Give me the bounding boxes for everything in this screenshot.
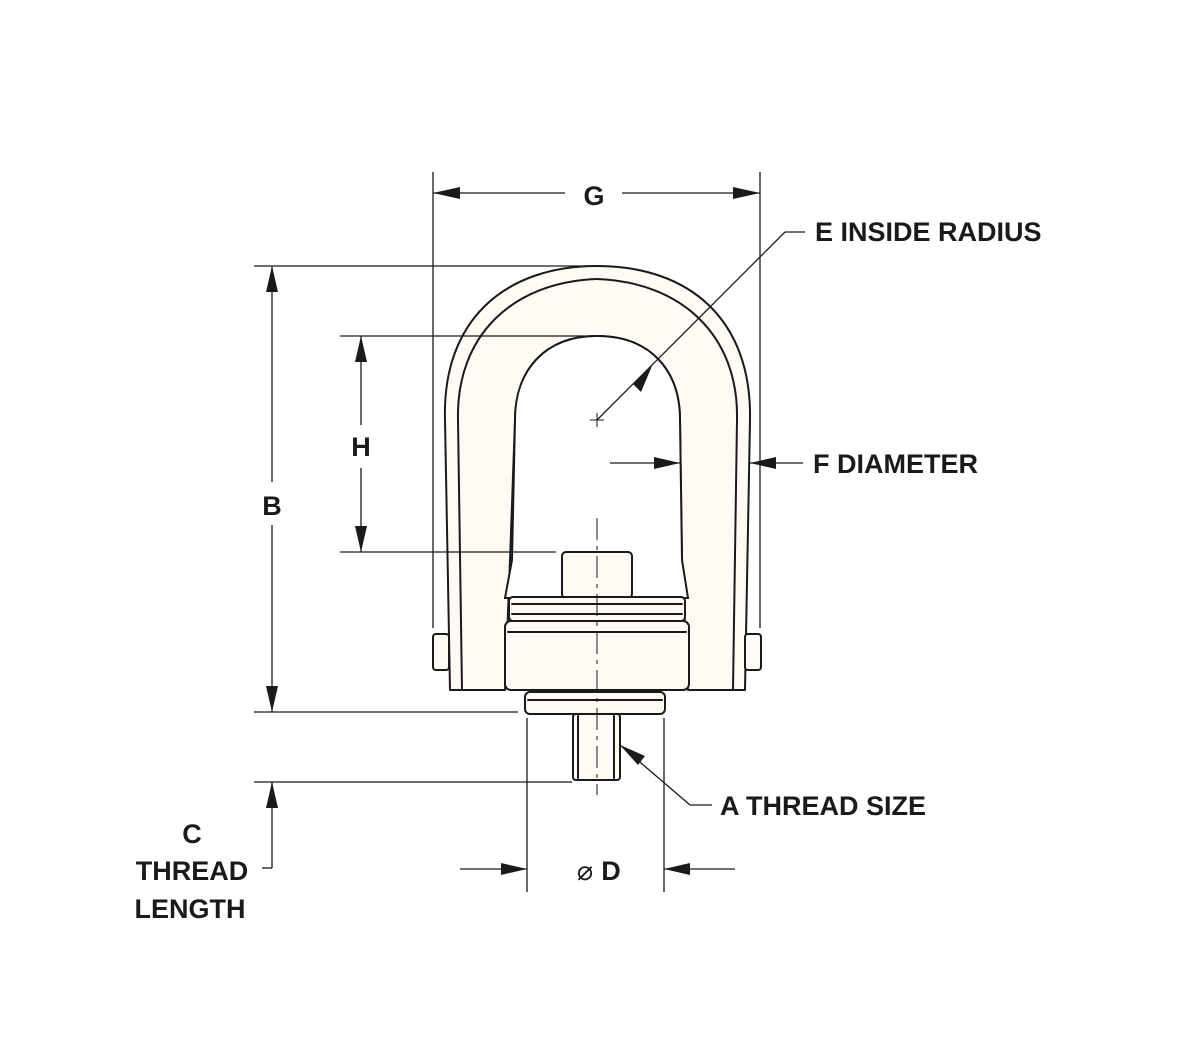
dimension-e-inside-radius: E INSIDE RADIUS bbox=[596, 217, 1042, 421]
f-label: F DIAMETER bbox=[813, 449, 978, 479]
c-label-length: LENGTH bbox=[135, 894, 246, 924]
g-arrow-right bbox=[733, 187, 760, 199]
c-label: C bbox=[182, 819, 202, 849]
washer bbox=[524, 691, 666, 715]
dimension-a-thread-size: A THREAD SIZE bbox=[619, 744, 926, 821]
h-label: H bbox=[351, 432, 371, 462]
d-diameter-symbol: ⌀ bbox=[577, 856, 593, 886]
f-arrow-outer bbox=[750, 457, 776, 469]
h-arrow-top bbox=[355, 336, 367, 362]
bail-inner-opening bbox=[503, 334, 690, 599]
hoist-ring-part bbox=[432, 265, 762, 795]
dimension-h: H bbox=[340, 335, 597, 553]
d-label: D bbox=[601, 856, 621, 886]
dimension-f-diameter: F DIAMETER bbox=[610, 449, 978, 479]
e-leader-line bbox=[596, 231, 786, 421]
a-arrow bbox=[620, 745, 645, 765]
left-axle-pin bbox=[432, 633, 450, 671]
right-axle-pin bbox=[744, 633, 762, 671]
bail-right-leg-line bbox=[596, 278, 739, 691]
e-label: E INSIDE RADIUS bbox=[815, 217, 1042, 247]
e-arrow bbox=[633, 366, 652, 392]
f-arrow-inner bbox=[654, 457, 680, 469]
h-arrow-bottom bbox=[355, 526, 367, 552]
dimension-c-thread-length: C THREAD LENGTH bbox=[135, 781, 572, 924]
g-arrow-left bbox=[433, 187, 460, 199]
dimension-g: G bbox=[432, 172, 761, 628]
c-arrow-top bbox=[266, 782, 278, 808]
b-label: B bbox=[262, 491, 282, 521]
d-arrow-left bbox=[501, 863, 527, 875]
dimension-d: ⌀ D bbox=[460, 718, 735, 892]
dimension-b: B bbox=[254, 265, 597, 713]
bail-left-leg-line bbox=[456, 278, 598, 691]
b-arrow-bottom bbox=[266, 686, 278, 712]
a-label: A THREAD SIZE bbox=[720, 791, 926, 821]
g-label: G bbox=[583, 181, 604, 211]
d-arrow-right bbox=[664, 863, 690, 875]
c-label-thread: THREAD bbox=[136, 856, 249, 886]
b-arrow-top bbox=[266, 266, 278, 292]
